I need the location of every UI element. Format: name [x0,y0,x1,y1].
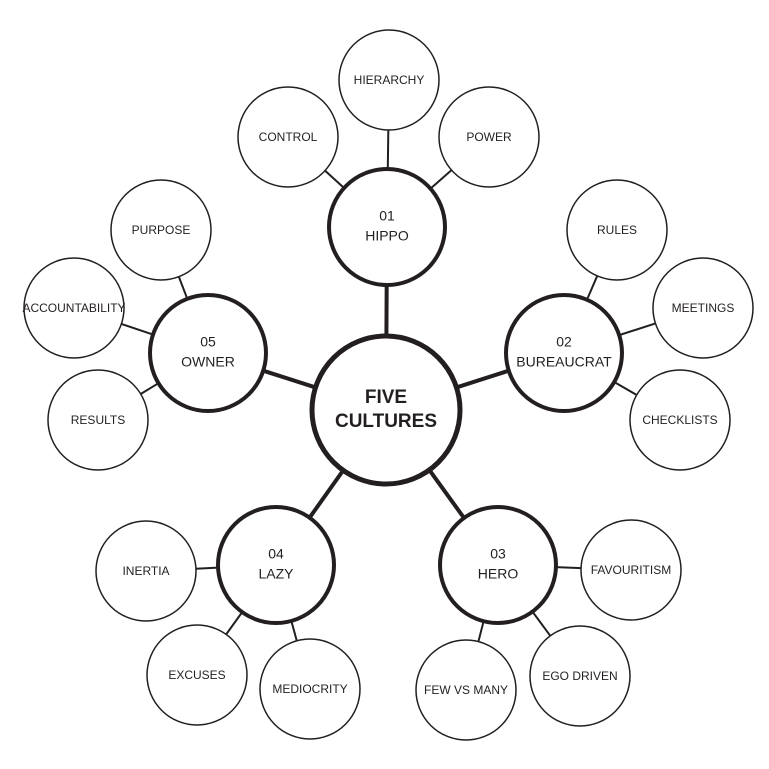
connector-center-lazy [307,469,345,519]
connector-bureaucrat-checklists [613,381,638,396]
trait-node-control [237,86,339,188]
trait-label-power: POWER [466,130,512,144]
center-title-line-2: CULTURES [335,411,437,432]
center-title-line-1: FIVE [365,387,407,408]
trait-label-mediocrity: MEDIOCRITY [272,682,347,696]
trait-label-ego-driven: EGO DRIVEN [542,669,617,683]
connector-bureaucrat-rules [586,275,599,301]
connector-hero-ego-driven [531,611,552,637]
connector-bureaucrat-meetings [618,322,656,337]
connector-lines [121,129,656,642]
trait-node-inertia [95,520,197,622]
trait-label-inertia: INERTIA [122,564,169,578]
culture-number-lazy: 04 [268,546,284,562]
trait-node-mediocrity [259,638,361,740]
trait-node-purpose [110,179,212,281]
trait-node-favouritism [580,519,682,621]
culture-number-hippo: 01 [379,208,395,224]
trait-label-meetings: MEETINGS [672,301,735,315]
connector-lazy-mediocrity [290,620,298,642]
connector-owner-accountability [121,322,154,336]
culture-number-bureaucrat: 02 [556,334,572,350]
trait-label-few-vs-many: FEW VS MANY [424,683,508,697]
culture-name-lazy: LAZY [258,566,294,582]
connector-owner-purpose [177,276,189,300]
trait-label-results: RESULTS [71,413,125,427]
culture-number-hero: 03 [490,546,506,562]
trait-label-hierarchy: HIERARCHY [354,73,425,87]
trait-node-excuses [146,624,248,726]
culture-name-hero: HERO [478,566,519,582]
trait-node-meetings [652,257,754,359]
connector-hippo-power [429,169,453,190]
culture-node-hippo [327,167,447,287]
connector-center-bureaucrat [455,368,510,390]
culture-node-lazy [216,505,336,625]
trait-node-hierarchy [338,29,440,131]
trait-label-control: CONTROL [259,130,318,144]
trait-label-purpose: PURPOSE [132,223,191,237]
culture-node-bureaucrat [504,293,624,413]
trait-node-accountability [23,257,125,359]
culture-number-owner: 05 [200,334,216,350]
connector-lazy-excuses [225,611,243,635]
connector-hero-few-vs-many [477,620,485,642]
connector-owner-results [140,382,159,395]
connector-center-hero [427,468,466,520]
trait-label-favouritism: FAVOURITISM [591,563,671,577]
culture-name-hippo: HIPPO [365,228,409,244]
culture-name-bureaucrat: BUREAUCRAT [516,354,612,370]
trait-node-checklists [629,369,731,471]
trait-label-rules: RULES [597,223,637,237]
connector-center-owner [262,368,317,390]
center-node [309,333,463,487]
trait-node-results [47,369,149,471]
trait-label-excuses: EXCUSES [168,668,225,682]
trait-node-power [438,86,540,188]
connector-hippo-control [324,169,345,189]
connector-lazy-inertia [195,566,219,570]
trait-label-checklists: CHECKLISTS [642,413,717,427]
connector-hero-favouritism [555,566,582,570]
culture-node-hero [438,505,558,625]
culture-name-owner: OWNER [181,354,235,370]
culture-node-owner [148,293,268,413]
trait-label-accountability: ACCOUNTABILITY [22,301,125,315]
trait-node-rules [566,179,668,281]
trait-node-few-vs-many [415,639,517,741]
connector-hippo-hierarchy [386,129,390,170]
trait-node-ego-driven [529,625,631,727]
